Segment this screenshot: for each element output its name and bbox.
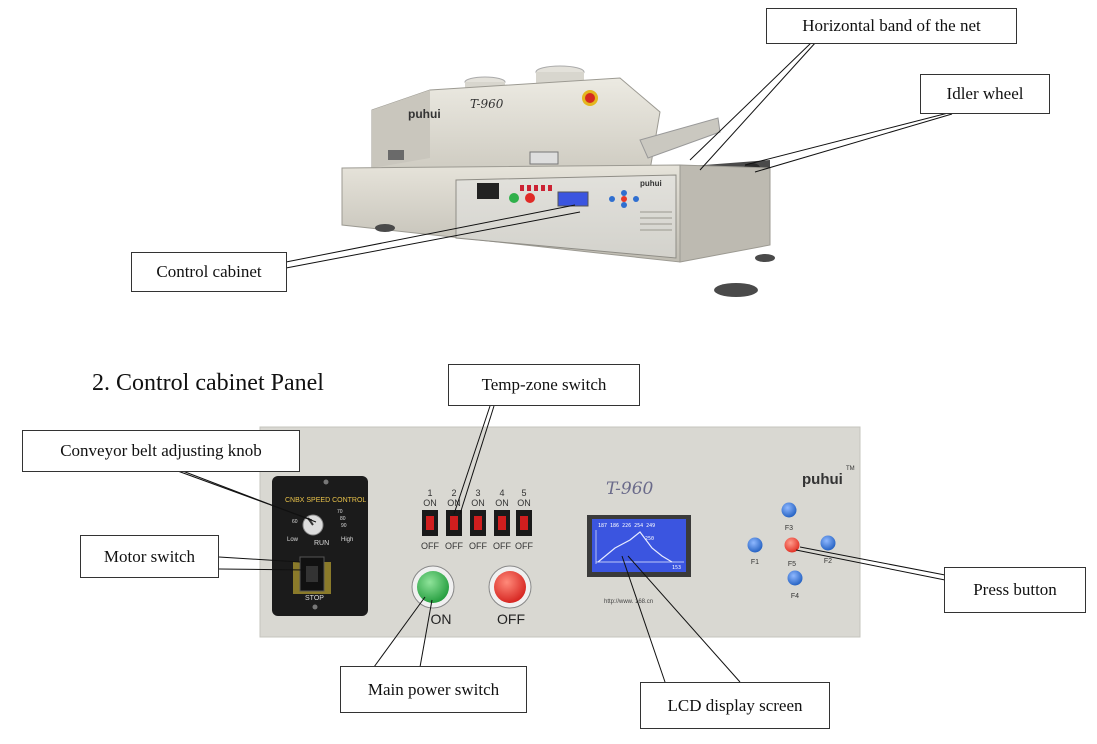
zone-on-5: ON xyxy=(517,498,531,508)
zone-on-1: ON xyxy=(423,498,437,508)
callout-motor-switch: Motor switch xyxy=(80,535,219,578)
zone-off-5: OFF xyxy=(515,541,533,551)
zone-off-1: OFF xyxy=(421,541,439,551)
speed-run-label: RUN xyxy=(314,540,329,547)
lcd-peak: 250 xyxy=(645,536,654,542)
callout-conveyor-knob: Conveyor belt adjusting knob xyxy=(22,430,300,472)
f4-button[interactable] xyxy=(787,570,803,586)
f5-label: F5 xyxy=(788,561,796,568)
zone-number-1: 1 xyxy=(427,488,432,498)
machine-brand-text: puhui xyxy=(408,107,441,121)
f1-button[interactable] xyxy=(747,537,763,553)
speed-scale-3: 60 xyxy=(292,519,298,525)
speed-control-title: CNBX SPEED CONTROL xyxy=(285,497,366,504)
machine-model-text: T-960 xyxy=(470,97,504,111)
callout-main-power-switch: Main power switch xyxy=(340,666,527,713)
f5-button[interactable] xyxy=(784,537,800,553)
f1-label: F1 xyxy=(751,559,759,566)
lcd-display-screen xyxy=(587,515,691,577)
callout-control-cabinet: Control cabinet xyxy=(131,252,287,292)
panel-tm-text: TM xyxy=(846,466,855,472)
zone-number-2: 2 xyxy=(451,488,456,498)
speed-scale-2: 90 xyxy=(341,523,347,529)
speed-scale-0: 70 xyxy=(337,509,343,515)
speed-stop-label: STOP xyxy=(305,595,324,602)
panel-brand-text: puhui xyxy=(802,471,843,488)
zone-on-4: ON xyxy=(495,498,509,508)
callout-idler-wheel: Idler wheel xyxy=(920,74,1050,114)
f4-label: F4 xyxy=(791,593,799,600)
callout-press-button: Press button xyxy=(944,567,1086,613)
control-panel xyxy=(259,426,861,638)
f2-button[interactable] xyxy=(820,535,836,551)
temp-zone-switches xyxy=(422,510,532,536)
speed-scale-1: 80 xyxy=(340,516,346,522)
power-off-label: OFF xyxy=(497,611,525,627)
cabinet-brand-text: puhui xyxy=(640,179,662,188)
section-heading: 2. Control cabinet Panel xyxy=(92,370,324,396)
callout-temp-zone-switch: Temp-zone switch xyxy=(448,364,640,406)
speed-high-label: High xyxy=(341,537,353,543)
zone-on-2: ON xyxy=(447,498,461,508)
panel-url: http://www. 168.cn xyxy=(604,599,653,605)
speed-low-label: Low xyxy=(287,537,299,543)
zone-number-4: 4 xyxy=(499,488,504,498)
speed-control-plate xyxy=(272,476,368,616)
reflow-oven xyxy=(341,65,775,297)
lcd-top-values: 187 186 226 254 249 xyxy=(598,523,655,529)
zone-number-5: 5 xyxy=(521,488,526,498)
zone-number-3: 3 xyxy=(475,488,480,498)
panel-model-text: T-960 xyxy=(606,479,654,499)
leader-lines xyxy=(174,41,953,683)
main-power-off-button[interactable] xyxy=(494,571,526,603)
zone-on-3: ON xyxy=(471,498,485,508)
zone-off-3: OFF xyxy=(469,541,487,551)
f3-button[interactable] xyxy=(781,502,797,518)
zone-off-4: OFF xyxy=(493,541,511,551)
main-power-on-button[interactable] xyxy=(417,571,449,603)
callout-horizontal-band: Horizontal band of the net xyxy=(766,8,1017,44)
callout-lcd-display: LCD display screen xyxy=(640,682,830,729)
f2-label: F2 xyxy=(824,558,832,565)
power-on-label: ON xyxy=(431,611,452,627)
lcd-bottom-value: 153 xyxy=(672,565,681,571)
zone-off-2: OFF xyxy=(445,541,463,551)
f3-label: F3 xyxy=(785,525,793,532)
